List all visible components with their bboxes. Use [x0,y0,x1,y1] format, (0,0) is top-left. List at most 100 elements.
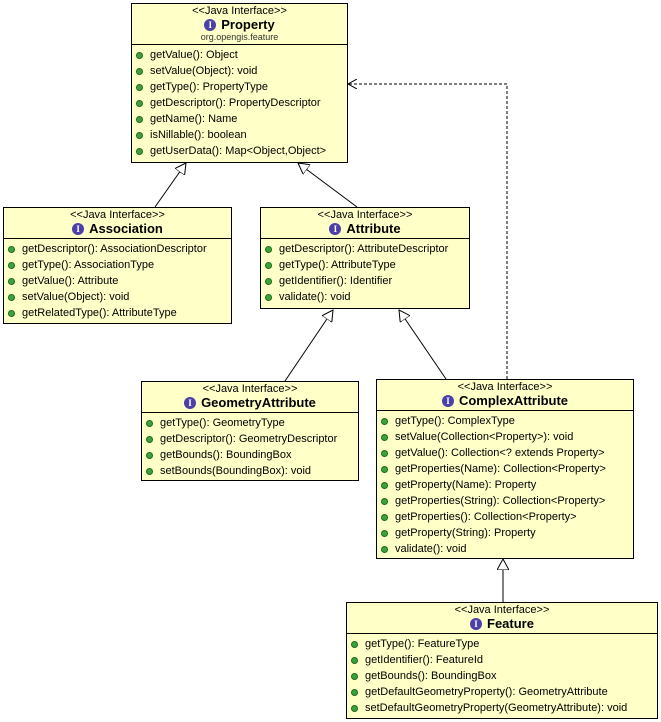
operation: isNillable(): boolean [136,127,343,143]
public-method-icon [381,529,388,537]
operation: getDescriptor(): GeometryDescriptor [146,431,354,447]
stereotype-label: <<Java Interface>> [457,381,553,393]
public-method-icon [136,99,143,107]
public-method-icon [136,147,143,155]
class-name: Attribute [346,221,401,236]
interface-icon: I [329,222,342,235]
public-method-icon [351,688,358,696]
public-method-icon [146,467,153,475]
public-method-icon [136,83,143,91]
public-method-icon [265,261,272,269]
public-method-icon [351,672,358,680]
operations-list: getType(): GeometryType getDescriptor():… [142,413,358,479]
public-method-icon [146,451,153,459]
operation: validate(): void [381,541,629,557]
operation: setValue(Collection<Property>): void [381,429,629,445]
operation: setDefaultGeometryProperty(GeometryAttri… [351,700,653,716]
public-method-icon [146,419,153,427]
public-method-icon [136,115,143,123]
operation: getType(): ComplexType [381,413,629,429]
operation: getDescriptor(): AssociationDescriptor [8,241,227,257]
class-name: Property [221,17,275,32]
stereotype-label: <<Java Interface>> [202,383,298,395]
geometry-extends-attribute [284,310,333,382]
public-method-icon [351,640,358,648]
association-extends-property [154,163,186,208]
public-method-icon [381,417,388,425]
operation: getIdentifier(): Identifier [265,273,465,289]
public-method-icon [351,704,358,712]
operation: getType(): AttributeType [265,257,465,273]
operations-list: getDescriptor(): AttributeDescriptor get… [261,239,469,305]
operations-list: getValue(): Object setValue(Object): voi… [132,45,347,159]
operation: getDescriptor(): AttributeDescriptor [265,241,465,257]
class-complex-attribute[interactable]: <<Java Interface>> I ComplexAttribute ge… [376,379,634,559]
operation: setBounds(BoundingBox): void [146,463,354,479]
public-method-icon [351,656,358,664]
operation: getType(): GeometryType [146,415,354,431]
interface-icon: I [441,394,454,407]
public-method-icon [265,245,272,253]
operation: getType(): PropertyType [136,79,343,95]
public-method-icon [381,513,388,521]
public-method-icon [381,465,388,473]
operation: getProperties(String): Collection<Proper… [381,493,629,509]
stereotype-label: <<Java Interface>> [454,604,550,616]
operation: getValue(): Object [136,47,343,63]
operation: getUserData(): Map<Object,Object> [136,143,343,159]
operation: setValue(Object): void [136,63,343,79]
public-method-icon [136,51,143,59]
class-name: ComplexAttribute [458,393,569,408]
class-attribute[interactable]: <<Java Interface>> I Attribute getDescri… [260,207,470,309]
stereotype-label: <<Java Interface>> [192,5,287,17]
class-geometry-attribute[interactable]: <<Java Interface>> I GeometryAttribute g… [141,381,359,481]
stereotype-label: <<Java Interface>> [70,209,165,221]
operation: getProperty(String): Property [381,525,629,541]
operation: getIdentifier(): FeatureId [351,652,653,668]
operation: getDefaultGeometryProperty(): GeometryAt… [351,684,653,700]
operation: validate(): void [265,289,465,305]
operation: getName(): Name [136,111,343,127]
public-method-icon [8,309,15,317]
public-method-icon [8,277,15,285]
class-association[interactable]: <<Java Interface>> I Association getDesc… [3,207,232,324]
attribute-extends-property [298,163,358,208]
stereotype-label: <<Java Interface>> [317,209,413,221]
operation: setValue(Object): void [8,289,227,305]
class-name: GeometryAttribute [201,395,316,410]
operation: getDescriptor(): PropertyDescriptor [136,95,343,111]
class-header: <<Java Interface>> I Feature [347,603,657,634]
class-name: Feature [487,616,534,631]
class-name: Association [89,221,163,236]
class-header: <<Java Interface>> I Property org.opengi… [132,4,347,45]
package-name: org.opengis.feature [200,32,279,42]
operation: getType(): FeatureType [351,636,653,652]
public-method-icon [381,545,388,553]
public-method-icon [8,245,15,253]
class-header: <<Java Interface>> I ComplexAttribute [377,380,633,411]
public-method-icon [146,435,153,443]
public-method-icon [381,433,388,441]
interface-icon: I [470,617,483,630]
operation: getProperties(Name): Collection<Property… [381,461,629,477]
public-method-icon [136,131,143,139]
public-method-icon [265,277,272,285]
class-header: <<Java Interface>> I Attribute [261,208,469,239]
operation: getType(): AssociationType [8,257,227,273]
complex-depends-property [348,84,508,379]
operation: getProperty(Name): Property [381,477,629,493]
public-method-icon [265,293,272,301]
class-header: <<Java Interface>> I GeometryAttribute [142,382,358,413]
public-method-icon [8,261,15,269]
class-property[interactable]: <<Java Interface>> I Property org.opengi… [131,3,348,163]
public-method-icon [136,67,143,75]
operations-list: getType(): FeatureType getIdentifier(): … [347,634,657,716]
interface-icon: I [204,18,217,31]
class-header: <<Java Interface>> I Association [4,208,231,239]
class-feature[interactable]: <<Java Interface>> I Feature getType(): … [346,602,658,719]
public-method-icon [381,497,388,505]
interface-icon: I [184,396,197,409]
public-method-icon [381,481,388,489]
operations-list: getType(): ComplexType setValue(Collecti… [377,411,633,557]
